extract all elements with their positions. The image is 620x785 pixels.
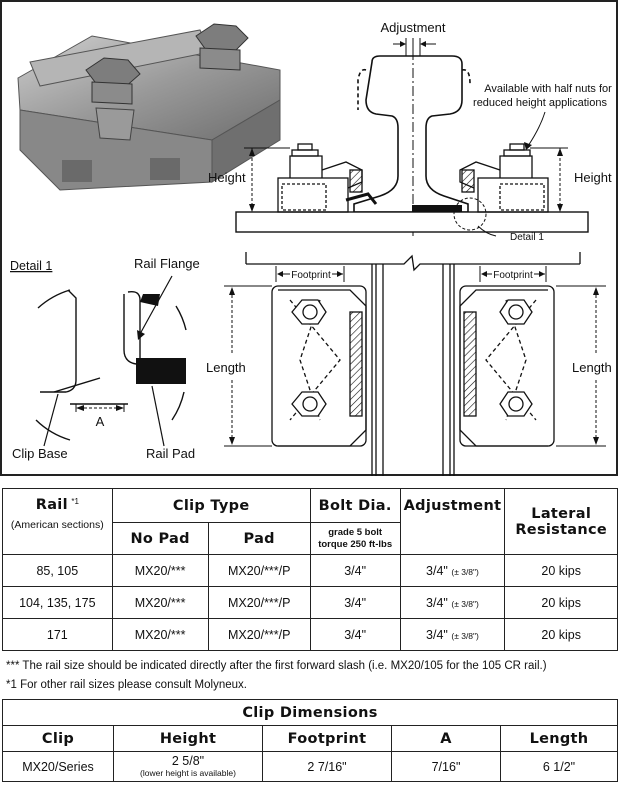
table-row: 171 MX20/*** MX20/***/P 3/4" 3/4" (± 3/8… [2,618,618,651]
diagram-frame [0,0,618,476]
dim-clip-cell: MX20/Series [2,751,114,782]
detail1-view [35,289,187,441]
bolt-header: Bolt Dia. [309,488,401,523]
dim-header-height: Height [113,725,263,752]
rail-pad-bar [412,205,462,212]
dim-header-a: A [391,725,501,752]
dim-a-cell: 7/16" [391,751,501,782]
lateral-cell: 20 kips [504,618,618,651]
footprint-left-label: Footprint [291,270,331,281]
rail-cell: 171 [2,618,113,651]
bolt-nut-left [85,57,141,141]
half-nuts-note-line2: reduced height applications [473,97,607,109]
rail-header-cell: Rail *1 (American sections) [2,488,113,555]
rail-section [353,55,471,213]
rail-pad-block [136,358,186,384]
rail-sub: (American sections) [10,519,104,532]
dim-height-note: (lower height is available) [140,768,236,778]
lateral-cell: 20 kips [504,554,618,587]
pad-cell: MX20/***/P [207,618,311,651]
footprint-right-label: Footprint [493,270,533,281]
bolt-cell: 3/4" [309,586,401,619]
length-left-label: Length [206,360,246,375]
dim-height-value: 2 5/8" [171,754,205,768]
dim-length-cell: 6 1/2" [500,751,618,782]
bolt-cell: 3/4" [309,554,401,587]
bolt-sub-cell: grade 5 bolt torque 250 ft-lbs [309,522,401,555]
height-right-label: Height [574,170,612,185]
adjustment-cell: 3/4" (± 3/8") [399,618,506,651]
lateral-header-line1: Lateral [531,505,592,522]
pad-cell: MX20/***/P [207,554,311,587]
clip-base-label: Clip Base [12,446,68,461]
flange-tip [140,294,160,306]
clip-dimensions-table: Clip Dimensions Clip Height Footprint A … [2,699,618,782]
bolt-sub1: grade 5 bolt [328,526,383,538]
dim-a-label: A [96,414,105,429]
no-pad-header: No Pad [111,522,209,555]
clip-type-table: Rail *1 (American sections) Clip Type Bo… [2,488,618,651]
left-clip-elevation [277,143,378,213]
bolt-cell: 3/4" [309,618,401,651]
detail1-pointer-label: Detail 1 [510,232,544,243]
adjustment-tolerance: (± 3/8") [451,598,479,609]
rail-cell: 104, 135, 175 [2,586,113,619]
right-clip-elevation [459,143,549,213]
adjustment-tolerance: (± 3/8") [451,630,479,641]
height-left-label: Height [208,170,246,185]
adjustment-header: Adjustment [399,488,506,555]
dim-header-clip: Clip [2,725,114,752]
table-row: 104, 135, 175 MX20/*** MX20/***/P 3/4" 3… [2,586,618,619]
detail1-title: Detail 1 [10,259,52,273]
rail-pad-label: Rail Pad [146,446,195,461]
rail-flange-label: Rail Flange [134,256,200,271]
adjustment-value: 3/4" [426,595,448,610]
clip-photo [17,23,281,191]
dim-header-footprint: Footprint [262,725,392,752]
table-row: 85, 105 MX20/*** MX20/***/P 3/4" 3/4" (±… [2,554,618,587]
pad-cell: MX20/***/P [207,586,311,619]
bolt-sub2: torque 250 ft-lbs [318,538,393,550]
table-row: MX20/Series 2 5/8" (lower height is avai… [2,751,618,782]
note-rail-size: *** The rail size should be indicated di… [6,660,547,672]
no-pad-cell: MX20/*** [111,618,209,651]
no-pad-cell: MX20/*** [111,586,209,619]
dim-table-title: Clip Dimensions [2,699,618,726]
no-pad-cell: MX20/*** [111,554,209,587]
technical-diagram: Adjustment Available with half nuts for [10,20,612,476]
adjustment-label: Adjustment [380,20,445,35]
rail-note-mark: *1 [71,497,79,506]
note-other-sizes: *1 For other rail sizes please consult M… [6,679,247,691]
base-plate [235,211,589,233]
rail-cell: 85, 105 [2,554,113,587]
lateral-header: Lateral Resistance [504,488,618,555]
pad-header: Pad [207,522,311,555]
dim-footprint-cell: 2 7/16" [262,751,392,782]
length-right-label: Length [572,360,612,375]
bolt-heads [291,299,533,417]
lateral-header-line2: Resistance [515,521,608,538]
bolt-nut-right [195,23,249,71]
half-nuts-note-line1: Available with half nuts for [484,83,612,95]
half-nuts-pointer [527,111,546,147]
plan-view [245,252,581,476]
lateral-cell: 20 kips [504,586,618,619]
rail-header: Rail [35,497,68,514]
clip-type-header: Clip Type [111,488,311,523]
adjustment-tolerance: (± 3/8") [451,566,479,577]
adjustment-cell: 3/4" (± 3/8") [399,586,506,619]
adjustment-value: 3/4" [426,627,448,642]
adjustment-cell: 3/4" (± 3/8") [399,554,506,587]
dim-header-length: Length [500,725,618,752]
dim-height-cell: 2 5/8" (lower height is available) [113,751,263,782]
adjustment-value: 3/4" [426,563,448,578]
